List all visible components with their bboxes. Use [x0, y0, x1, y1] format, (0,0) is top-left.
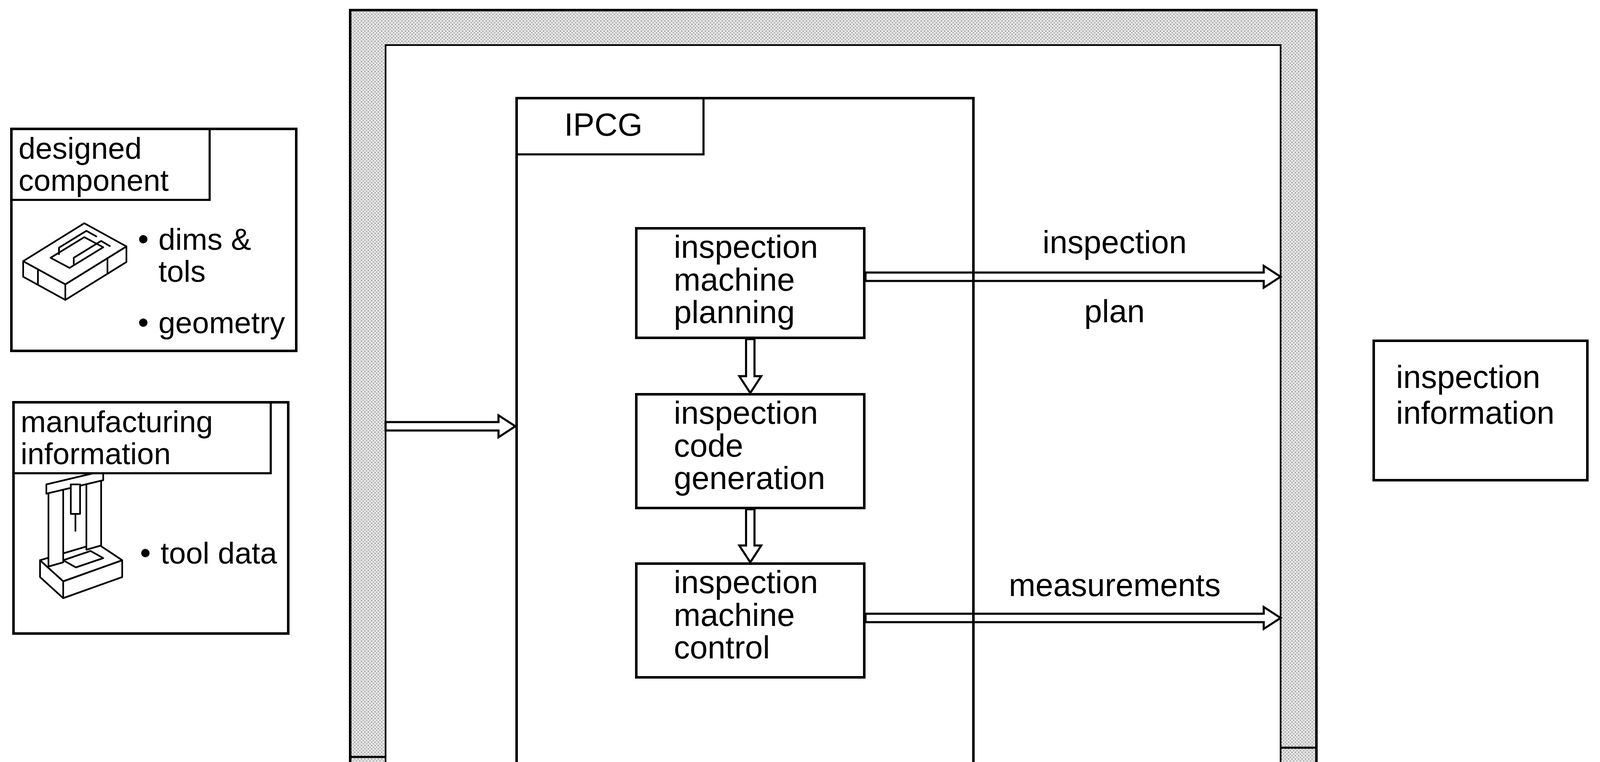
component-illustration [23, 223, 127, 301]
bullet-text: geometry [139, 307, 285, 340]
output-arrow [865, 607, 1281, 630]
process-box: inspection machine control [635, 562, 866, 679]
flow-arrows [385, 265, 1281, 630]
input-box: manufacturing information tool data [12, 401, 290, 636]
header-tab: IPCG [517, 99, 705, 156]
output-arrow [865, 265, 1281, 288]
box-text: inspection machine planning [673, 230, 853, 329]
box-text: inspection information [1396, 359, 1574, 431]
stippled-frame [350, 10, 1317, 762]
box-text: inspection code generation [673, 396, 853, 495]
flow-label: plan [1084, 295, 1145, 328]
input-arrow [385, 415, 516, 438]
machine-illustration [40, 471, 123, 599]
flow-label: inspection [1042, 226, 1187, 259]
flow-arrow [739, 509, 762, 563]
bullet-text: dims & tols [139, 223, 263, 288]
header-tab: designed component [12, 130, 211, 202]
input-box: designed component dims & tols geometry [10, 127, 298, 353]
process-box: inspection code generation [635, 393, 866, 510]
system-box: IPCG inspection machine planning inspectio… [515, 96, 975, 762]
output-box: inspection information [1372, 339, 1589, 482]
header-tab: manufacturing information [14, 403, 272, 475]
flow-label: measurements [1008, 569, 1221, 602]
bullet-text: tool data [141, 537, 277, 570]
process-box: inspection machine planning [635, 227, 866, 340]
flow-arrow [739, 339, 762, 394]
box-text: inspection machine control [673, 565, 853, 665]
